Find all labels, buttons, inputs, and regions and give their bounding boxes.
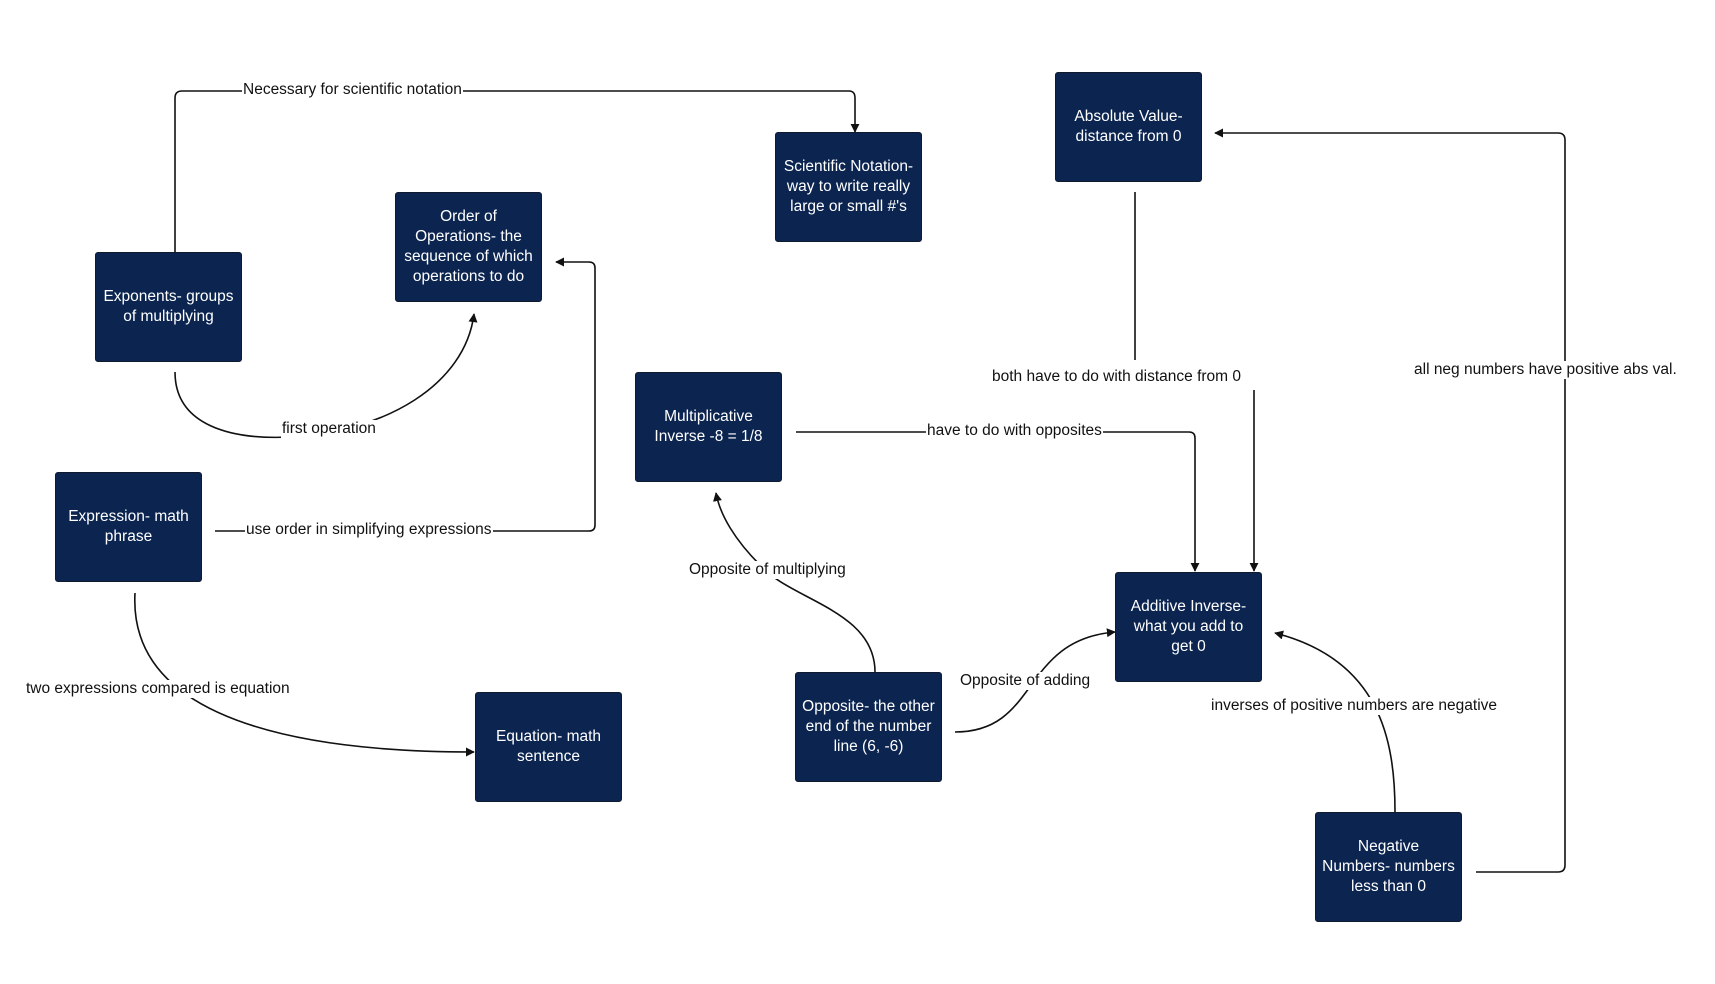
label-exponents-to-scientific: Necessary for scientific notation: [242, 81, 463, 99]
label-expression-to-order: use order in simplifying expressions: [245, 521, 493, 539]
label-exponents-to-order: first operation: [281, 420, 377, 438]
node-multiplicative-inverse[interactable]: Multiplicative Inverse -8 = 1/8: [635, 372, 782, 482]
node-expression[interactable]: Expression- math phrase: [55, 472, 202, 582]
node-opposite[interactable]: Opposite- the other end of the number li…: [795, 672, 942, 782]
connector-expression-order: [215, 257, 596, 532]
node-absolute-value[interactable]: Absolute Value- distance from 0: [1055, 72, 1202, 182]
connector-opposite-multiplicative: [713, 492, 876, 673]
label-multiplicative-to-additive: have to do with opposites: [926, 422, 1103, 440]
connector-multiplicative-additive: [796, 431, 1200, 572]
connector-expression-equation: [134, 592, 475, 757]
connector-absolute-additive: [1134, 192, 1254, 571]
label-negative-to-additive: inverses of positive numbers are negativ…: [1210, 697, 1499, 715]
node-additive-inverse[interactable]: Additive Inverse- what you add to get 0: [1115, 572, 1262, 682]
connector-exponents-scientific: [174, 90, 860, 252]
node-exponents[interactable]: Exponents- groups of multiplying: [95, 252, 242, 362]
connector-negative-absolute: [1214, 128, 1566, 873]
label-negative-to-absolute: all neg numbers have positive abs val.: [1413, 361, 1678, 379]
node-order-of-operations[interactable]: Order of Operations- the sequence of whi…: [395, 192, 542, 302]
label-opposite-to-additive: Opposite of adding: [959, 672, 1092, 690]
node-scientific-notation[interactable]: Scientific Notation- way to write really…: [775, 132, 922, 242]
label-absolute-to-additive: both have to do with distance from 0: [991, 368, 1243, 386]
node-equation[interactable]: Equation- math sentence: [475, 692, 622, 802]
label-opposite-to-multiplicative: Opposite of multiplying: [688, 561, 847, 579]
label-expression-to-equation: two expressions compared is equation: [25, 680, 291, 698]
node-negative-numbers[interactable]: Negative Numbers- numbers less than 0: [1315, 812, 1462, 922]
connector-negative-additive: [1274, 630, 1396, 813]
